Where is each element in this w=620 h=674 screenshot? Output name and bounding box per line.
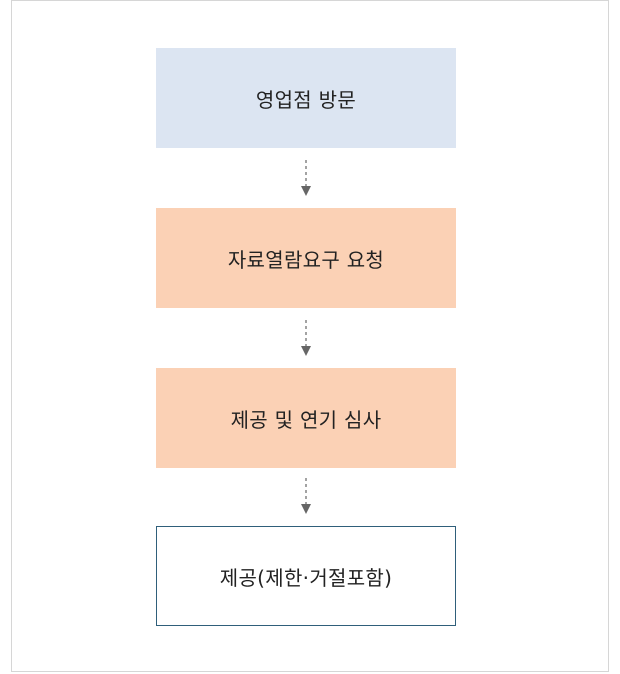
flow-step-label: 제공(제한·거절포함) [219,565,393,590]
flow-step-label: 제공 및 연기 심사 [230,407,382,432]
flow-arrow-down-icon [301,320,311,356]
flow-step-request: 자료열람요구 요청 [156,208,456,308]
flow-arrow-down-icon [301,478,311,514]
flow-step-label: 영업점 방문 [255,87,357,112]
flow-step-visit-branch: 영업점 방문 [156,48,456,148]
flow-step-review: 제공 및 연기 심사 [156,368,456,468]
flow-step-label: 자료열람요구 요청 [227,247,385,272]
flow-step-provide: 제공(제한·거절포함) [156,526,456,626]
flow-arrow-down-icon [301,160,311,196]
